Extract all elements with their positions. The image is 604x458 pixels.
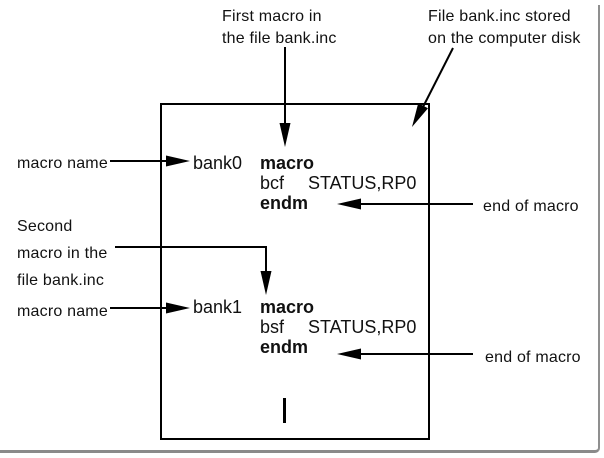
- arrow-macro-name-bottom-icon: [110, 302, 190, 314]
- label-macro-name-top: macro name: [17, 155, 108, 172]
- arrow-second-macro-elbow-icon: [115, 246, 272, 295]
- label-macro-name-bottom: macro name: [17, 303, 108, 320]
- label-second-macro-line3: file bank.inc: [17, 272, 105, 289]
- arrow-end-of-macro-top-icon: [337, 198, 473, 210]
- text-cursor: [283, 398, 286, 423]
- code-macro2-endm: endm: [260, 337, 309, 357]
- code-macro2-keyword: macro: [260, 297, 315, 317]
- code-macro2-opcode: bsf: [260, 317, 285, 337]
- label-first-macro: First macro in the file bank.inc: [222, 6, 337, 50]
- label-first-macro-line2: the file bank.inc: [222, 30, 337, 47]
- file-box-outline: [160, 103, 430, 440]
- label-first-macro-line1: First macro in: [222, 8, 322, 25]
- code-macro2-name: bank1: [193, 297, 243, 317]
- code-macro1-operands: STATUS,RP0: [308, 173, 417, 193]
- arrow-first-macro-icon: [279, 47, 291, 147]
- label-second-macro: Second macro in the file bank.inc: [17, 213, 107, 294]
- label-end-of-macro-bottom: end of macro: [485, 349, 581, 366]
- code-macro1-opcode: bcf: [260, 173, 285, 193]
- label-file-stored-line1: File bank.inc stored: [428, 8, 571, 25]
- code-macro1-endm: endm: [260, 193, 309, 213]
- arrow-file-stored-icon: [412, 47, 454, 127]
- label-file-stored: File bank.inc stored on the computer dis…: [428, 6, 581, 50]
- arrow-macro-name-top-icon: [110, 155, 190, 167]
- label-second-macro-line1: Second: [17, 218, 73, 235]
- label-end-of-macro-top: end of macro: [483, 198, 579, 215]
- code-macro2-operands: STATUS,RP0: [308, 317, 417, 337]
- code-macro1-keyword: macro: [260, 153, 315, 173]
- arrow-end-of-macro-bottom-icon: [337, 348, 473, 360]
- label-file-stored-line2: on the computer disk: [428, 30, 581, 47]
- code-macro1-name: bank0: [193, 153, 243, 173]
- label-second-macro-line2: macro in the: [17, 245, 108, 262]
